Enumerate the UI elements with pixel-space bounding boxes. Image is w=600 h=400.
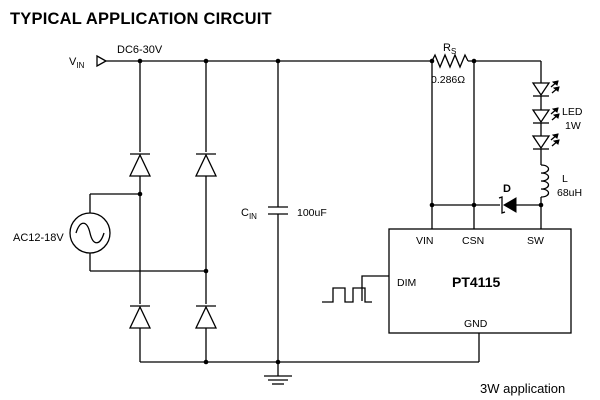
diode-label: D xyxy=(503,183,511,195)
pt4115-chip xyxy=(388,228,572,334)
sense-resistor xyxy=(429,53,541,69)
diagram-title: TYPICAL APPLICATION CIRCUIT xyxy=(10,10,272,28)
sine-wave-icon xyxy=(75,222,105,244)
vin-terminal: VIN xyxy=(69,54,108,70)
inductor-value: 68uH xyxy=(557,187,582,199)
schottky-diode xyxy=(432,196,541,214)
led-string xyxy=(531,61,560,165)
bridge-diode-top-right xyxy=(194,153,218,177)
rs-label: RS xyxy=(443,42,456,56)
inductor-label: L xyxy=(562,173,568,185)
ac-source-label: AC12-18V xyxy=(13,232,64,244)
inductor xyxy=(538,164,550,229)
bridge-rectifier xyxy=(128,58,218,365)
footer-caption: 3W application xyxy=(480,381,565,396)
wire-dim-pin xyxy=(361,275,389,301)
dc-range-label: DC6-30V xyxy=(117,44,163,56)
cin-value: 100uF xyxy=(297,207,327,219)
pin-vin-label: VIN xyxy=(416,235,434,247)
input-capacitor xyxy=(268,58,288,362)
pwm-signal-icon xyxy=(322,287,372,303)
pin-sw-label: SW xyxy=(527,235,544,247)
ac-source xyxy=(69,193,206,272)
vin-label: VIN xyxy=(69,56,85,70)
pin-csn-label: CSN xyxy=(462,235,484,247)
pin-dim-label: DIM xyxy=(397,277,416,289)
chip-name: PT4115 xyxy=(452,274,500,290)
ground-icon xyxy=(264,362,292,385)
cin-label: CIN xyxy=(241,207,257,221)
bridge-diode-top-left xyxy=(128,153,152,177)
pin-gnd-label: GND xyxy=(464,318,488,330)
led-power-label: 1W xyxy=(565,120,581,132)
bridge-diode-bottom-right xyxy=(194,305,218,329)
bridge-diode-bottom-left xyxy=(128,305,152,329)
rs-value: 0.286Ω xyxy=(431,74,465,86)
led-label: LED xyxy=(562,106,583,118)
